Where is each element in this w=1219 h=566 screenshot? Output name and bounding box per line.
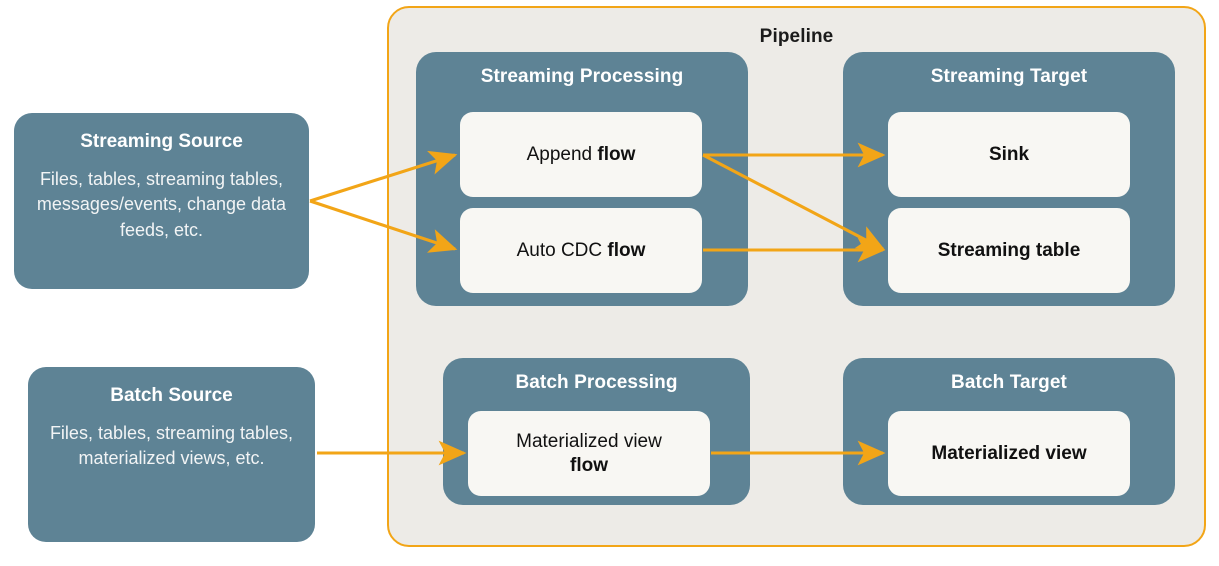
sink-card[interactable]: Sink <box>888 112 1130 197</box>
streaming-source-title: Streaming Source <box>80 131 243 152</box>
streaming-target-title: Streaming Target <box>930 66 1088 87</box>
append-flow-label: Append flow <box>526 143 636 165</box>
streaming-table-card[interactable]: Streaming table <box>888 208 1130 293</box>
materialized-view-label: Materialized view <box>931 442 1087 464</box>
materialized-view-card[interactable]: Materialized view <box>888 411 1130 496</box>
batch-target-title: Batch Target <box>951 372 1067 393</box>
batch-source-title: Batch Source <box>110 385 233 406</box>
streaming-source-box[interactable]: Streaming Source Files, tables, streamin… <box>14 113 309 289</box>
pipeline-title: Pipeline <box>759 26 834 47</box>
streaming-table-label: Streaming table <box>937 239 1081 261</box>
batch-source-description: Files, tables, streaming tables, materia… <box>49 422 294 469</box>
sink-label: Sink <box>988 143 1030 165</box>
materialized-view-flow-card[interactable]: Materialized view flow <box>468 411 710 496</box>
batch-processing-title: Batch Processing <box>515 372 678 393</box>
streaming-source-description: Files, tables, streaming tables, message… <box>36 168 287 240</box>
streaming-processing-title: Streaming Processing <box>480 66 684 87</box>
batch-source-box[interactable]: Batch Source Files, tables, streaming ta… <box>28 367 315 542</box>
auto-cdc-flow-label: Auto CDC flow <box>516 239 646 261</box>
auto-cdc-flow-card[interactable]: Auto CDC flow <box>460 208 702 293</box>
materialized-view-flow-label-line1: Materialized view <box>516 431 662 453</box>
append-flow-card[interactable]: Append flow <box>460 112 702 197</box>
materialized-view-flow-label-line2: flow <box>570 454 608 476</box>
